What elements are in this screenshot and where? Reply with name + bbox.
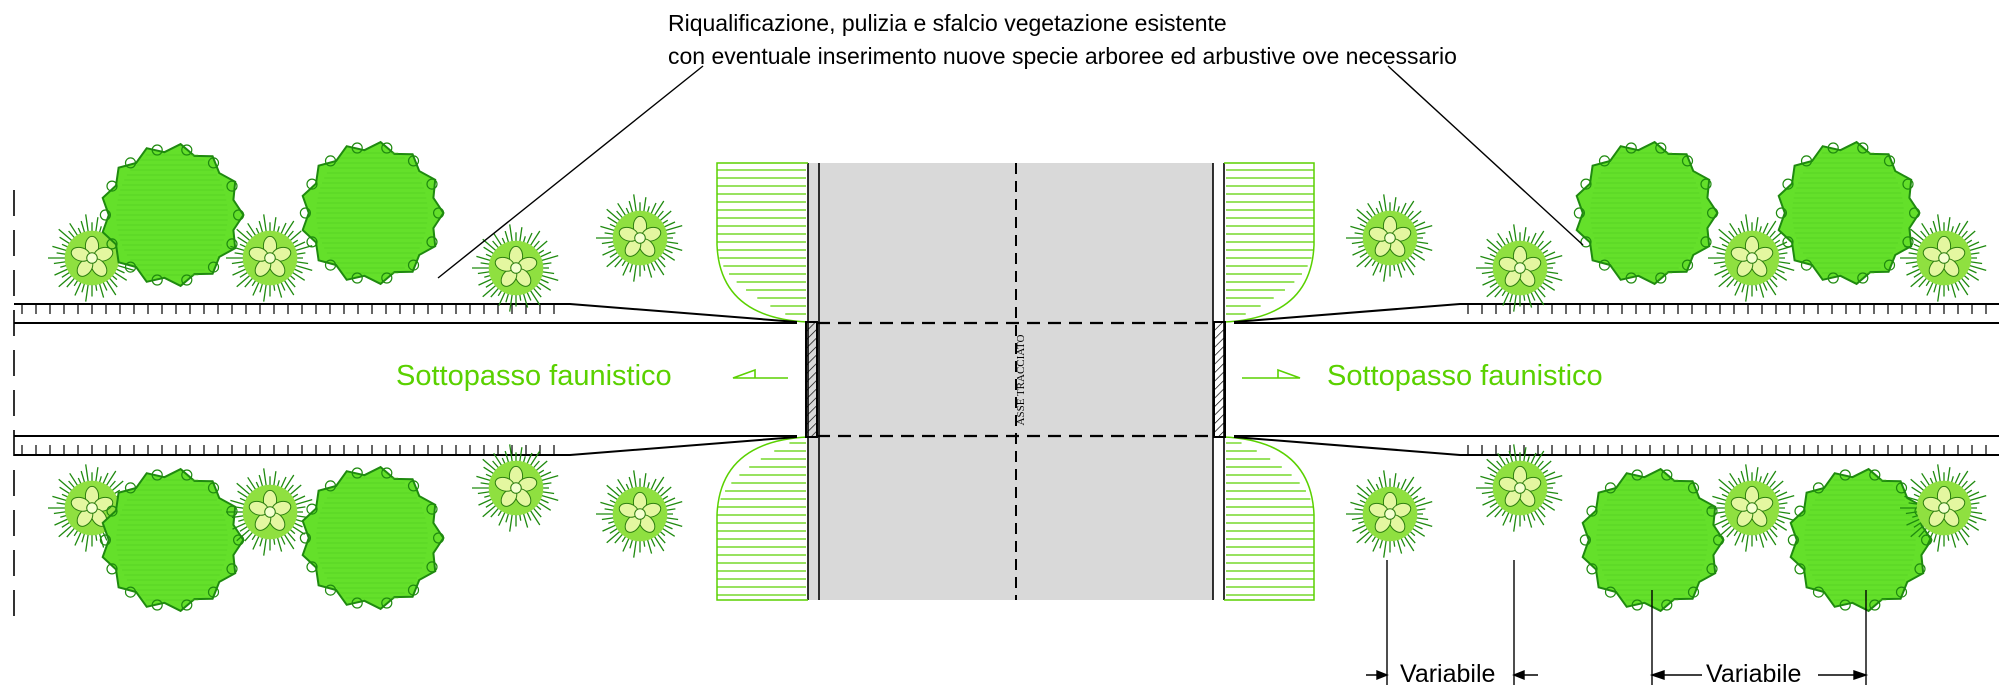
shrub-icon [472,444,559,532]
shrub-icon [1476,224,1563,312]
shrub-icon [226,468,313,556]
embankment-hatch-lines [717,169,1314,596]
shrub-icon [1900,464,1987,552]
underpass-label-right: Sottopasso faunistico [1327,360,1603,392]
culvert-wall-right [1213,321,1226,438]
leader-line-left [437,65,704,279]
underpass-label-left: Sottopasso faunistico [396,360,672,392]
flow-arrow-left-icon [732,368,788,379]
road-deck [807,163,1225,600]
tree-icon [1579,467,1725,613]
shrub-icon [1476,444,1563,532]
axis-label: ASSE TRACCIATO [1015,334,1027,425]
shrub-icon [596,470,683,558]
tree-icon [1787,467,1933,613]
shrub-icon [1708,464,1795,552]
leader-line-right [1387,65,1584,246]
flow-arrow-right-icon [1242,368,1301,379]
dimension-lines [1366,560,1869,685]
shrub-icon [1900,214,1987,302]
fence-lines [14,303,1999,456]
shrub-icon [472,224,559,312]
fence-ticks [21,304,1987,455]
shrub-icon [1346,194,1433,282]
shrub-icon [596,194,683,282]
shrub-icon [1708,214,1795,302]
tree-icon [299,140,445,286]
shrub-icon [48,214,135,302]
shrub-icon [226,214,313,302]
shrub-icon [1346,470,1433,558]
tree-icon [99,467,245,613]
dimension-label-1: Variabile [1400,660,1496,688]
dimension-label-2: Variabile [1706,660,1802,688]
tree-icon [1775,140,1921,286]
annotation-line-2: con eventuale inserimento nuove specie a… [668,43,1457,69]
vegetation [48,140,1987,613]
tree-icon [299,465,445,611]
annotation-line-1: Riqualificazione, pulizia e sfalcio vege… [668,10,1227,36]
tree-icon [1573,140,1719,286]
culvert-wall-left [805,321,818,438]
tree-icon [99,142,245,288]
